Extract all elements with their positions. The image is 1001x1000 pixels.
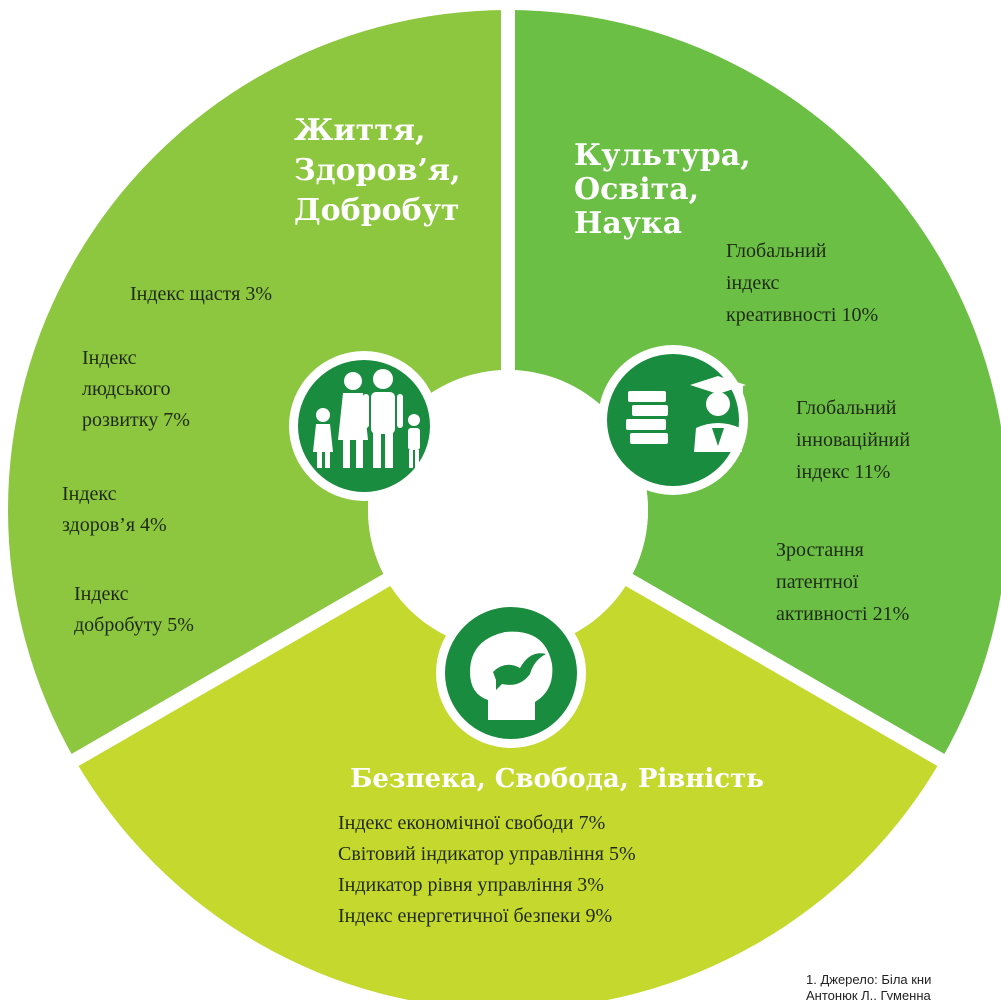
- security-indicator-item: Індикатор рівня управління 3%: [338, 874, 604, 896]
- security-indicator-item: Світовий індикатор управління 5%: [338, 843, 636, 865]
- culture-indicator-line-1: Глобальний: [796, 397, 897, 419]
- culture-indicator-line-3: креативності 10%: [726, 304, 878, 326]
- culture-indicator-line-2: індекс: [726, 272, 780, 294]
- culture-title-line-2: Освіта,: [574, 172, 699, 207]
- life-indicator-item: Індекс добробуту 5%: [74, 583, 194, 636]
- center-circle: [368, 370, 648, 650]
- life-title-line-2: Здоров’я,: [294, 153, 461, 188]
- culture-indicator-line-2: патентної: [776, 571, 859, 593]
- culture-indicator-line-1: Глобальний: [726, 240, 827, 262]
- security-indicator-line-1: Індекс енергетичної безпеки 9%: [338, 905, 612, 927]
- security-title: Безпека, Свобода, Рівність: [350, 764, 764, 794]
- segment-life-health-wellbeing: [7, 10, 508, 760]
- security-indicator-line-1: Світовий індикатор управління 5%: [338, 843, 636, 865]
- life-items: Індекс щастя 3% Індекс людського розвитку 7…: [62, 283, 272, 636]
- life-indicator-line-3: розвитку 7%: [82, 409, 190, 431]
- security-indicator-line-1: Індикатор рівня управління 3%: [338, 874, 604, 896]
- life-indicator-line-1: Індекс щастя 3%: [130, 283, 272, 305]
- family-icon: [289, 351, 439, 501]
- life-indicator-item: Індекс людського розвитку 7%: [82, 347, 190, 431]
- life-indicator-line-1: Індекс: [74, 583, 129, 605]
- life-indicator-line-1: Індекс: [82, 347, 137, 369]
- head-dove-icon: [436, 598, 586, 748]
- security-indicator-item: Індекс економічної свободи 7%: [338, 812, 605, 834]
- culture-title-line-3: Наука: [574, 206, 682, 241]
- culture-indicator-line-3: індекс 11%: [796, 461, 890, 483]
- life-indicator-item: Індекс щастя 3%: [130, 283, 272, 305]
- life-title-line-3: Добробут: [294, 193, 459, 228]
- segment-culture-education-science: [508, 10, 1001, 760]
- culture-title: Культура,Освіта,Наука: [574, 138, 751, 241]
- culture-indicator-item: Глобальний індекс креативності 10%: [726, 240, 878, 326]
- culture-indicator-line-2: інноваційний: [796, 429, 910, 451]
- culture-indicator-line-1: Зростання: [776, 539, 864, 561]
- life-indicator-line-2: людського: [82, 378, 171, 400]
- source-line-1: 1. Джерело: Біла кни: [806, 972, 931, 987]
- security-indicator-item: Індекс енергетичної безпеки 9%: [338, 905, 612, 927]
- graduate-books-icon: [598, 345, 748, 495]
- source-line-2: Антонюк Л., Гуменна: [806, 988, 932, 1000]
- security-indicator-line-1: Індекс економічної свободи 7%: [338, 812, 605, 834]
- culture-indicator-item: Зростання патентної активності 21%: [776, 539, 909, 625]
- separator-lower-left: [62, 571, 395, 772]
- separator-lower-right: [621, 571, 954, 772]
- life-title-line-1: Життя,: [294, 113, 425, 148]
- security-items: Індекс економічної свободи 7% Світовий ін…: [338, 812, 636, 927]
- life-indicator-item: Індекс здоров’я 4%: [62, 483, 167, 536]
- life-indicator-line-1: Індекс: [62, 483, 117, 505]
- life-indicator-line-2: добробуту 5%: [74, 614, 194, 636]
- culture-indicator-item: Глобальний інноваційний індекс 11%: [796, 397, 910, 483]
- life-title: Життя, Здоров’я, Добробут: [294, 113, 461, 228]
- culture-title-line-1: Культура,: [574, 138, 751, 173]
- life-indicator-line-2: здоров’я 4%: [62, 514, 167, 536]
- segment-security-freedom-equality: [74, 580, 942, 1000]
- culture-indicator-line-3: активності 21%: [776, 603, 909, 625]
